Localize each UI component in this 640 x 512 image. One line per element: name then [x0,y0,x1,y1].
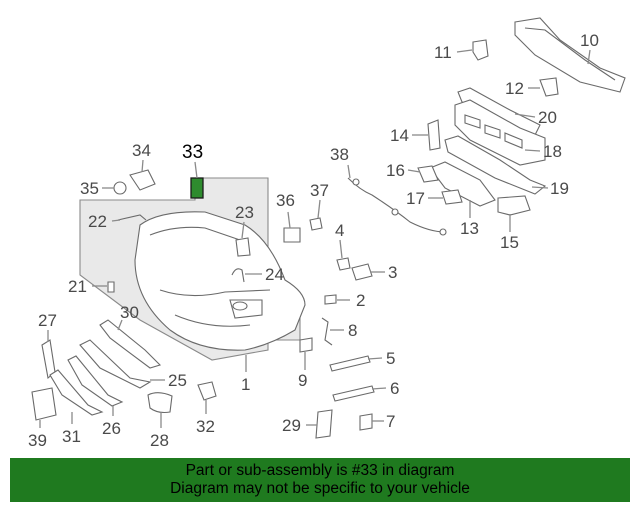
absorber-13-part [429,161,496,207]
grille-25-part [79,339,152,389]
callout-33-highlighted: 33 [182,142,203,163]
bracket-16-part [417,165,439,183]
clip-7-part [359,413,373,431]
clip-2-part [324,294,337,305]
callout-8: 8 [348,321,357,340]
callout-17: 17 [406,189,425,208]
callout-31: 31 [62,427,81,446]
molding-6-part [332,385,375,402]
banner-line-2: Diagram may not be specific to your vehi… [170,480,470,497]
bracket-8-part [321,317,333,346]
callout-16: 16 [386,161,405,180]
callout-5: 5 [386,349,395,368]
clip-24-part [231,268,245,283]
bracket-17-part [441,189,463,205]
harness-38-part [347,177,446,233]
callout-11: 11 [434,43,452,62]
plate-29-part [315,409,333,439]
callout-labels: 10 11 12 20 18 19 13 15 14 16 17 38 37 3… [28,31,599,450]
bracket-3-part [351,263,373,281]
callout-9: 9 [298,371,307,390]
callout-23: 23 [235,203,254,222]
callout-14: 14 [390,126,409,145]
screw-4-part [336,257,351,271]
parts-diagram: 10 11 12 20 18 19 13 15 14 16 17 38 37 3… [28,17,626,450]
bracket-14-part [427,119,441,151]
callout-13: 13 [460,219,479,238]
bezel-28-part [147,392,173,414]
clip-21-part [107,281,115,293]
callout-3: 3 [388,263,397,282]
callout-35: 35 [80,179,99,198]
bumper-cover-part [134,211,306,351]
cap-9-part [299,337,313,353]
callout-26: 26 [102,419,121,438]
bracket-23-part [235,237,251,257]
trim-31-part [49,369,104,416]
leader-lines [39,49,591,428]
plate-39-part [31,387,57,421]
info-banner: Part or sub-assembly is #33 in diagram D… [10,458,630,502]
callout-38: 38 [330,145,349,164]
callout-22: 22 [88,212,107,231]
callout-7: 7 [386,412,395,431]
bracket-11-part [472,39,489,61]
callout-19: 19 [550,179,569,198]
callout-10: 10 [580,31,599,50]
grille-26-part [67,355,124,407]
callout-12: 12 [505,79,524,98]
callout-6: 6 [390,379,399,398]
callout-30: 30 [120,303,139,322]
callout-20: 20 [538,108,557,127]
callout-32: 32 [196,417,215,436]
part-33-highlighted [190,177,204,199]
callout-28: 28 [150,431,169,450]
ring-35-part [113,181,127,195]
callout-24: 24 [265,265,284,284]
absorber-19-part [444,135,547,195]
callout-37: 37 [310,181,329,200]
banner-line-1: Part or sub-assembly is #33 in diagram [185,462,455,479]
bracket-22-part [117,214,147,221]
support-18-part [454,99,546,166]
callout-25: 25 [168,371,187,390]
callout-2: 2 [356,291,365,310]
callout-4: 4 [335,221,344,240]
reinforcement-bar-part [514,17,626,93]
bracket-27-part [41,339,56,380]
callout-15: 15 [500,233,519,252]
callout-18: 18 [543,142,562,161]
sensor-bracket-36-part [283,227,301,243]
callout-1: 1 [241,375,250,394]
sensor-34-part [129,169,156,191]
callout-34: 34 [132,141,151,160]
molding-5-part [329,355,371,372]
bracket-12-part [539,77,559,97]
bracket-15-part [497,195,531,216]
callout-36: 36 [276,191,295,210]
callout-39: 39 [28,431,47,450]
callout-27: 27 [38,311,57,330]
trim-30-part [99,319,162,369]
fog-lamp-32-part [197,381,217,401]
callout-21: 21 [68,277,87,296]
callout-29: 29 [282,416,301,435]
clip-37-part [309,217,323,231]
